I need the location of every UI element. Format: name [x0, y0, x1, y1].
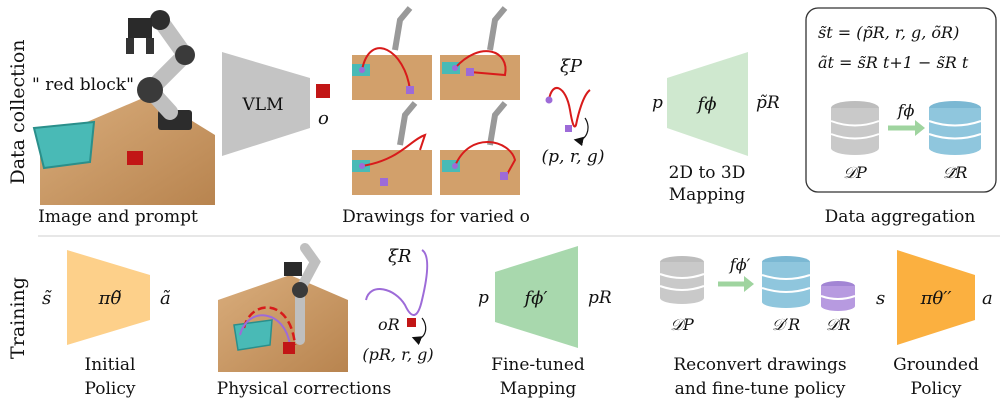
aggregation-box: [805, 7, 997, 193]
finetuned-mapping-block: [495, 246, 578, 348]
prompt-text: " red block": [32, 75, 134, 95]
mapping-block: [667, 52, 748, 156]
initial-policy-block: [67, 250, 150, 345]
finetuned-mapping-function: fϕ′: [522, 288, 547, 309]
drawing-3: [352, 101, 432, 195]
db-r-tilde-icon: [928, 101, 982, 155]
drawing-4: [440, 101, 520, 195]
db-p-label: 𝒟P: [843, 163, 867, 182]
db-r-bottom-icon: [820, 281, 856, 311]
drawing-1: [352, 6, 432, 100]
finetuned-caption-2: Mapping: [500, 379, 577, 399]
grounded-policy-input: s: [876, 288, 885, 309]
xi-p-trajectory: [545, 87, 591, 147]
mapping-input: p: [652, 93, 663, 113]
reconvert-arrow-head: [744, 276, 754, 292]
xi-p-label: ξP: [560, 56, 583, 77]
vlm-label: VLM: [242, 95, 284, 115]
prg-label: (p, r, g): [542, 147, 605, 167]
mapping-function: fϕ: [696, 94, 717, 115]
mapping-caption-2: Mapping: [669, 185, 746, 205]
o-label: o: [318, 108, 329, 129]
vlm-block: [222, 52, 310, 156]
db-r-tilde-label: 𝒟̃R: [943, 163, 968, 182]
reconvert-caption-2: and fine-tune policy: [675, 379, 846, 399]
scene-image: [32, 10, 215, 205]
finetuned-caption-1: Fine-tuned: [491, 355, 585, 375]
finetuned-mapping-input: p: [478, 288, 489, 308]
grounded-policy-function: πθ′′: [920, 288, 952, 309]
output-block-icon: [316, 84, 330, 98]
grounded-caption-2: Policy: [911, 379, 962, 399]
db-p-bottom-icon: [659, 256, 705, 304]
o-r-label: oR: [378, 315, 400, 334]
aggregation-eq-1: s̃t = (p̃R, r, g, õR): [818, 23, 959, 42]
xi-r-label: ξR: [388, 246, 411, 267]
row-label-data-collection: Data collection: [7, 39, 29, 184]
initial-policy-caption-1: Initial: [85, 355, 136, 375]
correction-scene: [218, 243, 348, 372]
grounded-policy-output: a: [982, 288, 993, 309]
grounded-policy-block: [897, 250, 975, 345]
physical-corrections-caption: Physical corrections: [217, 379, 391, 399]
mapping-output: p̃R: [756, 93, 780, 113]
row-label-training: Training: [7, 277, 29, 359]
drawings-grid: [352, 6, 520, 195]
initial-policy-function: πθ̃: [98, 288, 122, 309]
db-r-prime-icon: [761, 256, 811, 308]
image-caption: Image and prompt: [38, 207, 198, 227]
db-p-icon: [830, 101, 880, 155]
mapping-caption-1: 2D to 3D: [669, 163, 746, 183]
grounded-caption-1: Grounded: [893, 355, 979, 375]
db-r-prime-label: 𝒟′R: [772, 315, 800, 334]
aggregation-arrow-head: [915, 120, 925, 136]
drawings-caption: Drawings for varied o: [342, 207, 530, 227]
aggregation-function: fϕ: [897, 101, 915, 120]
drawing-2: [440, 6, 520, 100]
db-r-bottom-label: 𝒟R: [826, 315, 851, 334]
initial-policy-input: s̃: [42, 288, 52, 309]
prg-r-label: (pR, r, g): [362, 345, 433, 364]
aggregation-eq-2: ãt = s̃R t+1 − s̃R t: [818, 53, 969, 72]
reconvert-function: fϕ′: [729, 255, 751, 274]
finetuned-mapping-output: pR: [588, 288, 612, 308]
initial-policy-output: ã: [160, 288, 171, 309]
aggregation-caption: Data aggregation: [825, 207, 976, 227]
db-p-bottom-label: 𝒟P: [670, 315, 694, 334]
xi-r-trajectory: [365, 249, 429, 346]
reconvert-caption-1: Reconvert drawings: [673, 355, 846, 375]
initial-policy-caption-2: Policy: [85, 379, 136, 399]
